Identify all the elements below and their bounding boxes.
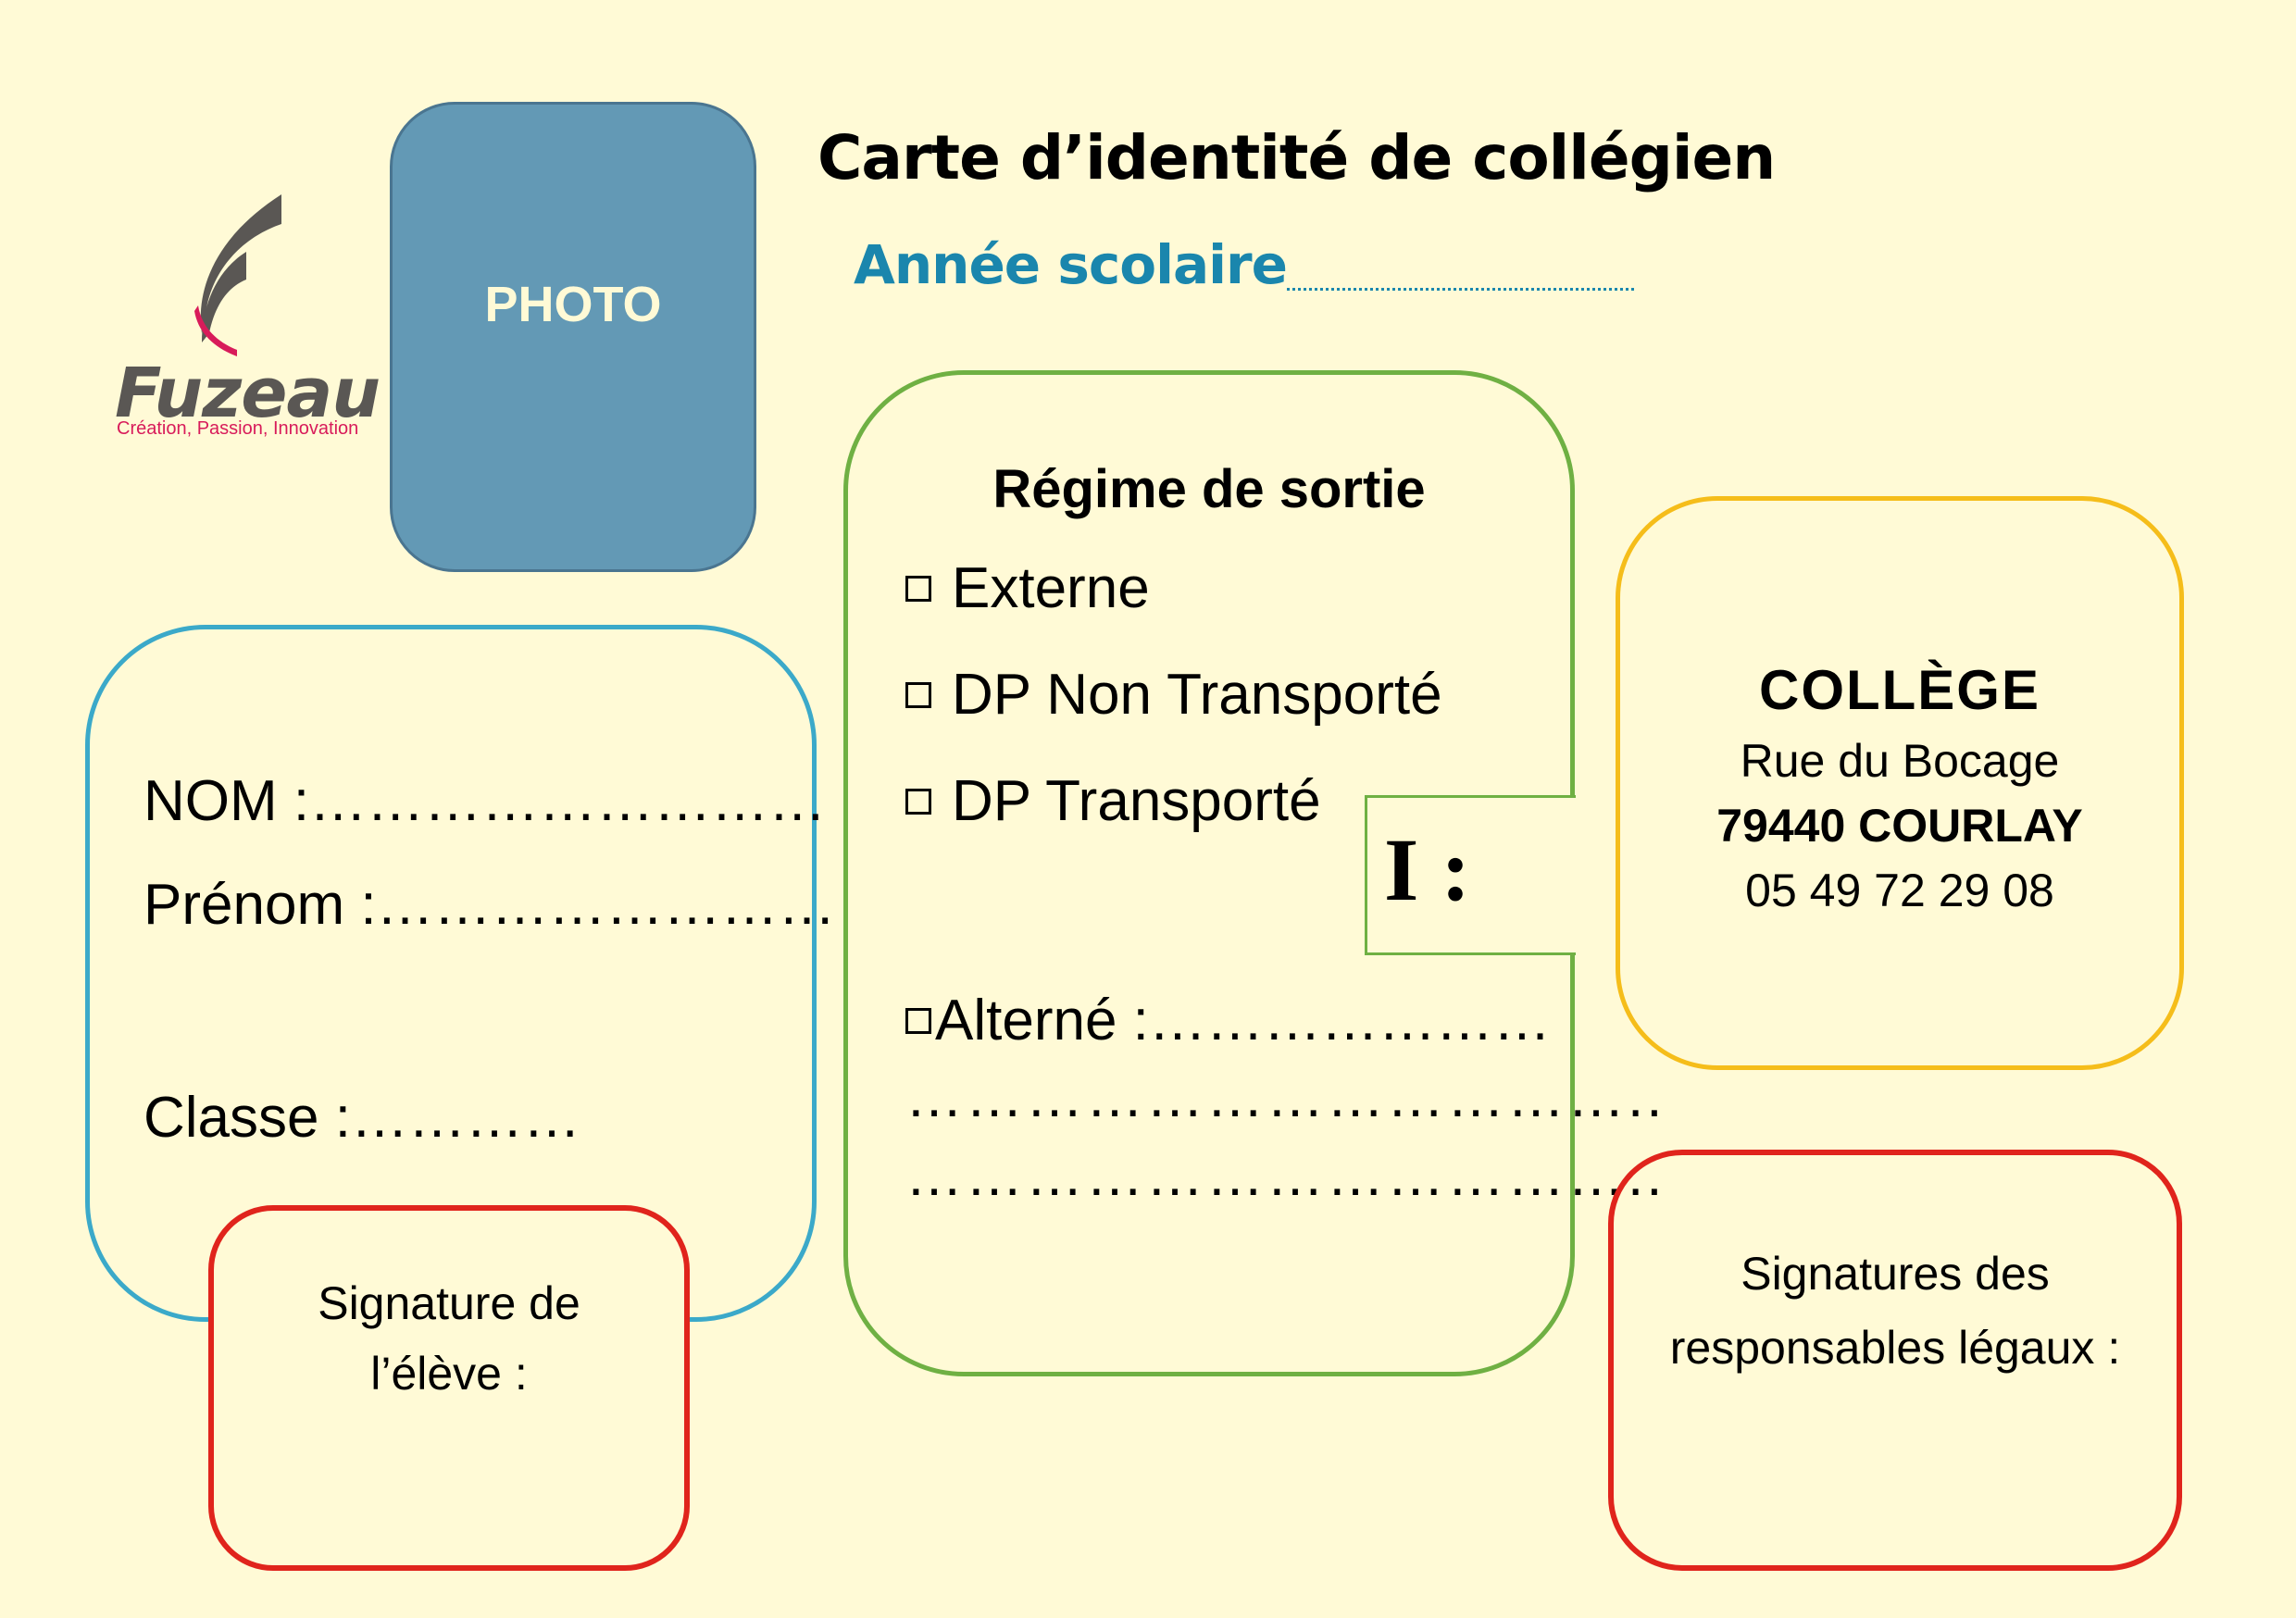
regime-box: Régime de sortie Externe DP Non Transpor… xyxy=(843,370,1662,1376)
option-externe[interactable]: Externe xyxy=(905,555,1150,621)
option-label: DP Non Transporté xyxy=(952,663,1442,727)
fuzeau-logo-icon xyxy=(194,194,281,356)
brand-name: Fuzeau xyxy=(115,354,381,433)
option-dp-transporte[interactable]: DP Transporté xyxy=(905,768,1321,834)
prenom-field[interactable]: Prénom :…………………… xyxy=(144,873,836,937)
option-label: Externe xyxy=(952,556,1150,620)
student-signature-line2: l’élève : xyxy=(370,1348,528,1400)
i-label: I : xyxy=(1384,820,1471,919)
guardian-signature-line1: Signatures des xyxy=(1741,1248,2050,1300)
guardian-signature-line2: responsables légaux : xyxy=(1669,1322,2121,1374)
college-name: COLLÈGE xyxy=(1758,659,2040,721)
student-signature-box[interactable]: Signature de l’élève : xyxy=(208,1205,690,1571)
classe-field[interactable]: Classe :………… xyxy=(144,1086,580,1150)
alterne-line-3[interactable]: ……………………………….. xyxy=(905,1144,1666,1208)
guardian-signature-box[interactable]: Signatures des responsables légaux : xyxy=(1608,1150,2182,1571)
option-label: DP Transporté xyxy=(952,769,1321,833)
school-year-field[interactable] xyxy=(1287,264,1634,291)
checkbox-icon[interactable] xyxy=(905,1007,931,1034)
brand-tagline: Création, Passion, Innovation xyxy=(117,418,359,439)
checkbox-icon[interactable] xyxy=(905,788,931,815)
checkbox-icon[interactable] xyxy=(905,681,931,708)
regime-title: Régime de sortie xyxy=(992,459,1426,519)
i-box[interactable]: I : xyxy=(1365,795,1576,955)
student-signature-line1: Signature de xyxy=(318,1277,580,1329)
page-title: Carte d’identité de collégien xyxy=(817,122,1776,193)
college-street: Rue du Bocage xyxy=(1740,735,2060,787)
photo-placeholder[interactable]: PHOTO xyxy=(390,102,756,572)
checkbox-icon[interactable] xyxy=(905,575,931,602)
option-dp-non-transporte[interactable]: DP Non Transporté xyxy=(905,662,1442,728)
nom-field[interactable]: NOM :……………………… xyxy=(144,769,827,833)
photo-label: PHOTO xyxy=(484,277,662,332)
school-year-label: Année scolaire xyxy=(854,233,1288,296)
college-box: COLLÈGE Rue du Bocage 79440 COURLAY 05 4… xyxy=(1616,496,2184,1070)
option-label: Alterné :………………… xyxy=(935,989,1551,1052)
college-phone: 05 49 72 29 08 xyxy=(1745,865,2054,916)
alterne-line-2[interactable]: ……………………………….. xyxy=(905,1065,1666,1129)
college-city: 79440 COURLAY xyxy=(1716,800,2083,852)
option-alterne[interactable]: Alterné :………………… xyxy=(905,988,1551,1053)
